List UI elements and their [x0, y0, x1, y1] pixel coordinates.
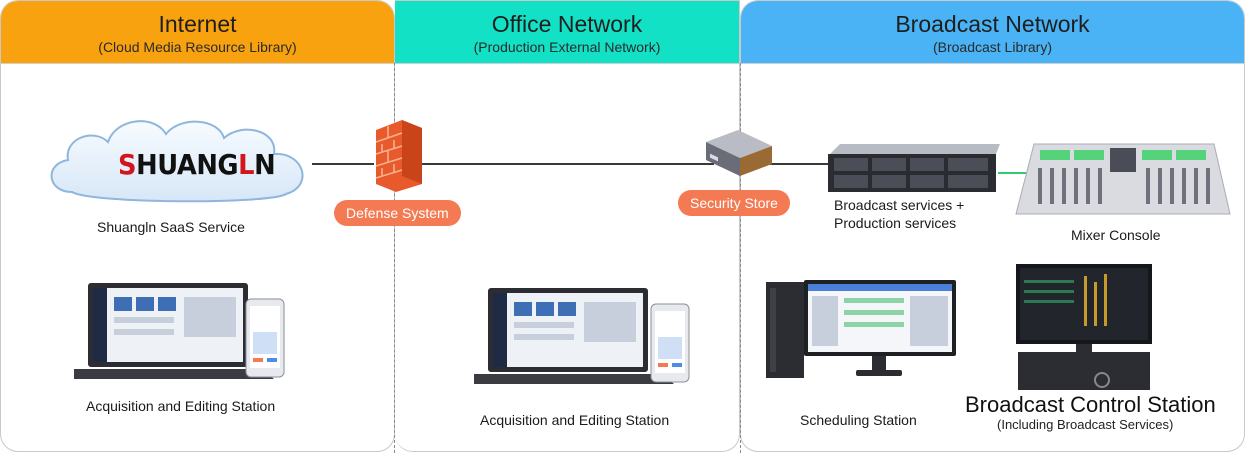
- server-label: Broadcast services + Production services: [834, 196, 994, 232]
- server-icon: [828, 144, 1000, 192]
- logo-letter-s: S: [118, 148, 137, 181]
- mixer-console-label: Mixer Console: [1071, 227, 1161, 243]
- defense-system-badge: Defense System: [334, 200, 461, 226]
- broadcast-control-label: Broadcast Control Station: [965, 392, 1216, 417]
- logo-letters-huang: HUANG: [136, 148, 239, 181]
- broadcast-zone-subtitle: (Broadcast Library): [932, 39, 1053, 55]
- security-store-badge: Security Store: [678, 190, 790, 216]
- office-zone-header: Office Network (Production External Netw…: [395, 1, 739, 64]
- internet-phone-icon: [245, 298, 285, 378]
- broadcast-zone-title: Broadcast Network: [895, 11, 1090, 37]
- internet-zone-subtitle: (Cloud Media Resource Library): [98, 39, 297, 55]
- scheduling-station-icon: [766, 280, 956, 378]
- internet-zone-header: Internet (Cloud Media Resource Library): [1, 1, 394, 64]
- logo-letter-n: N: [254, 148, 276, 181]
- link-firewall-security: [422, 163, 714, 165]
- separator-internet-office: [394, 63, 395, 453]
- link-server-mixer: [998, 172, 1028, 174]
- internet-laptop-icon: [74, 283, 274, 379]
- server-label-line2: Production services: [834, 215, 957, 231]
- saas-service-label: Shuangln SaaS Service: [97, 219, 245, 235]
- security-device-icon: [706, 130, 772, 176]
- shuangln-logo: SHUANGLN: [118, 148, 276, 181]
- internet-station-label: Acquisition and Editing Station: [86, 398, 276, 414]
- separator-office-broadcast: [740, 63, 741, 453]
- office-zone-title: Office Network: [491, 11, 643, 37]
- mixer-console-icon: [1015, 143, 1231, 215]
- office-phone-icon: [650, 303, 690, 383]
- internet-zone-title: Internet: [158, 11, 237, 37]
- broadcast-zone-header: Broadcast Network (Broadcast Library): [741, 1, 1244, 64]
- office-zone: Office Network (Production External Netw…: [395, 0, 740, 452]
- office-laptop-icon: [474, 288, 674, 384]
- scheduling-station-label: Scheduling Station: [800, 412, 917, 428]
- office-zone-subtitle: (Production External Network): [473, 39, 661, 55]
- broadcast-control-sublabel: (Including Broadcast Services): [997, 417, 1174, 432]
- server-label-line1: Broadcast services +: [834, 197, 965, 213]
- office-station-label: Acquisition and Editing Station: [480, 412, 670, 428]
- broadcast-zone: Broadcast Network (Broadcast Library): [740, 0, 1245, 452]
- link-security-server: [770, 163, 830, 165]
- logo-letter-l: L: [238, 148, 255, 181]
- link-cloud-firewall: [312, 163, 374, 165]
- cloud-icon: [50, 120, 304, 203]
- broadcast-control-icon: [1016, 264, 1152, 390]
- firewall-icon: [375, 120, 422, 192]
